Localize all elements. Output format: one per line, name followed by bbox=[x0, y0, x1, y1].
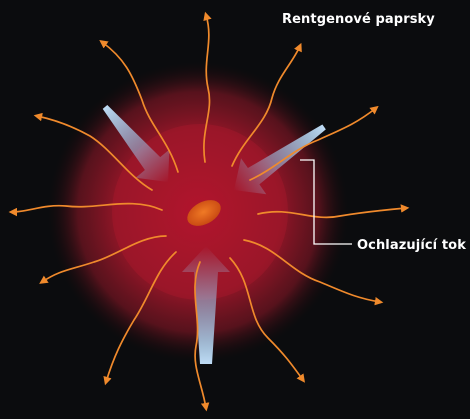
cooling-flow-label: Ochlazující tok bbox=[357, 238, 466, 253]
xray-label: Rentgenové paprsky bbox=[282, 12, 435, 27]
